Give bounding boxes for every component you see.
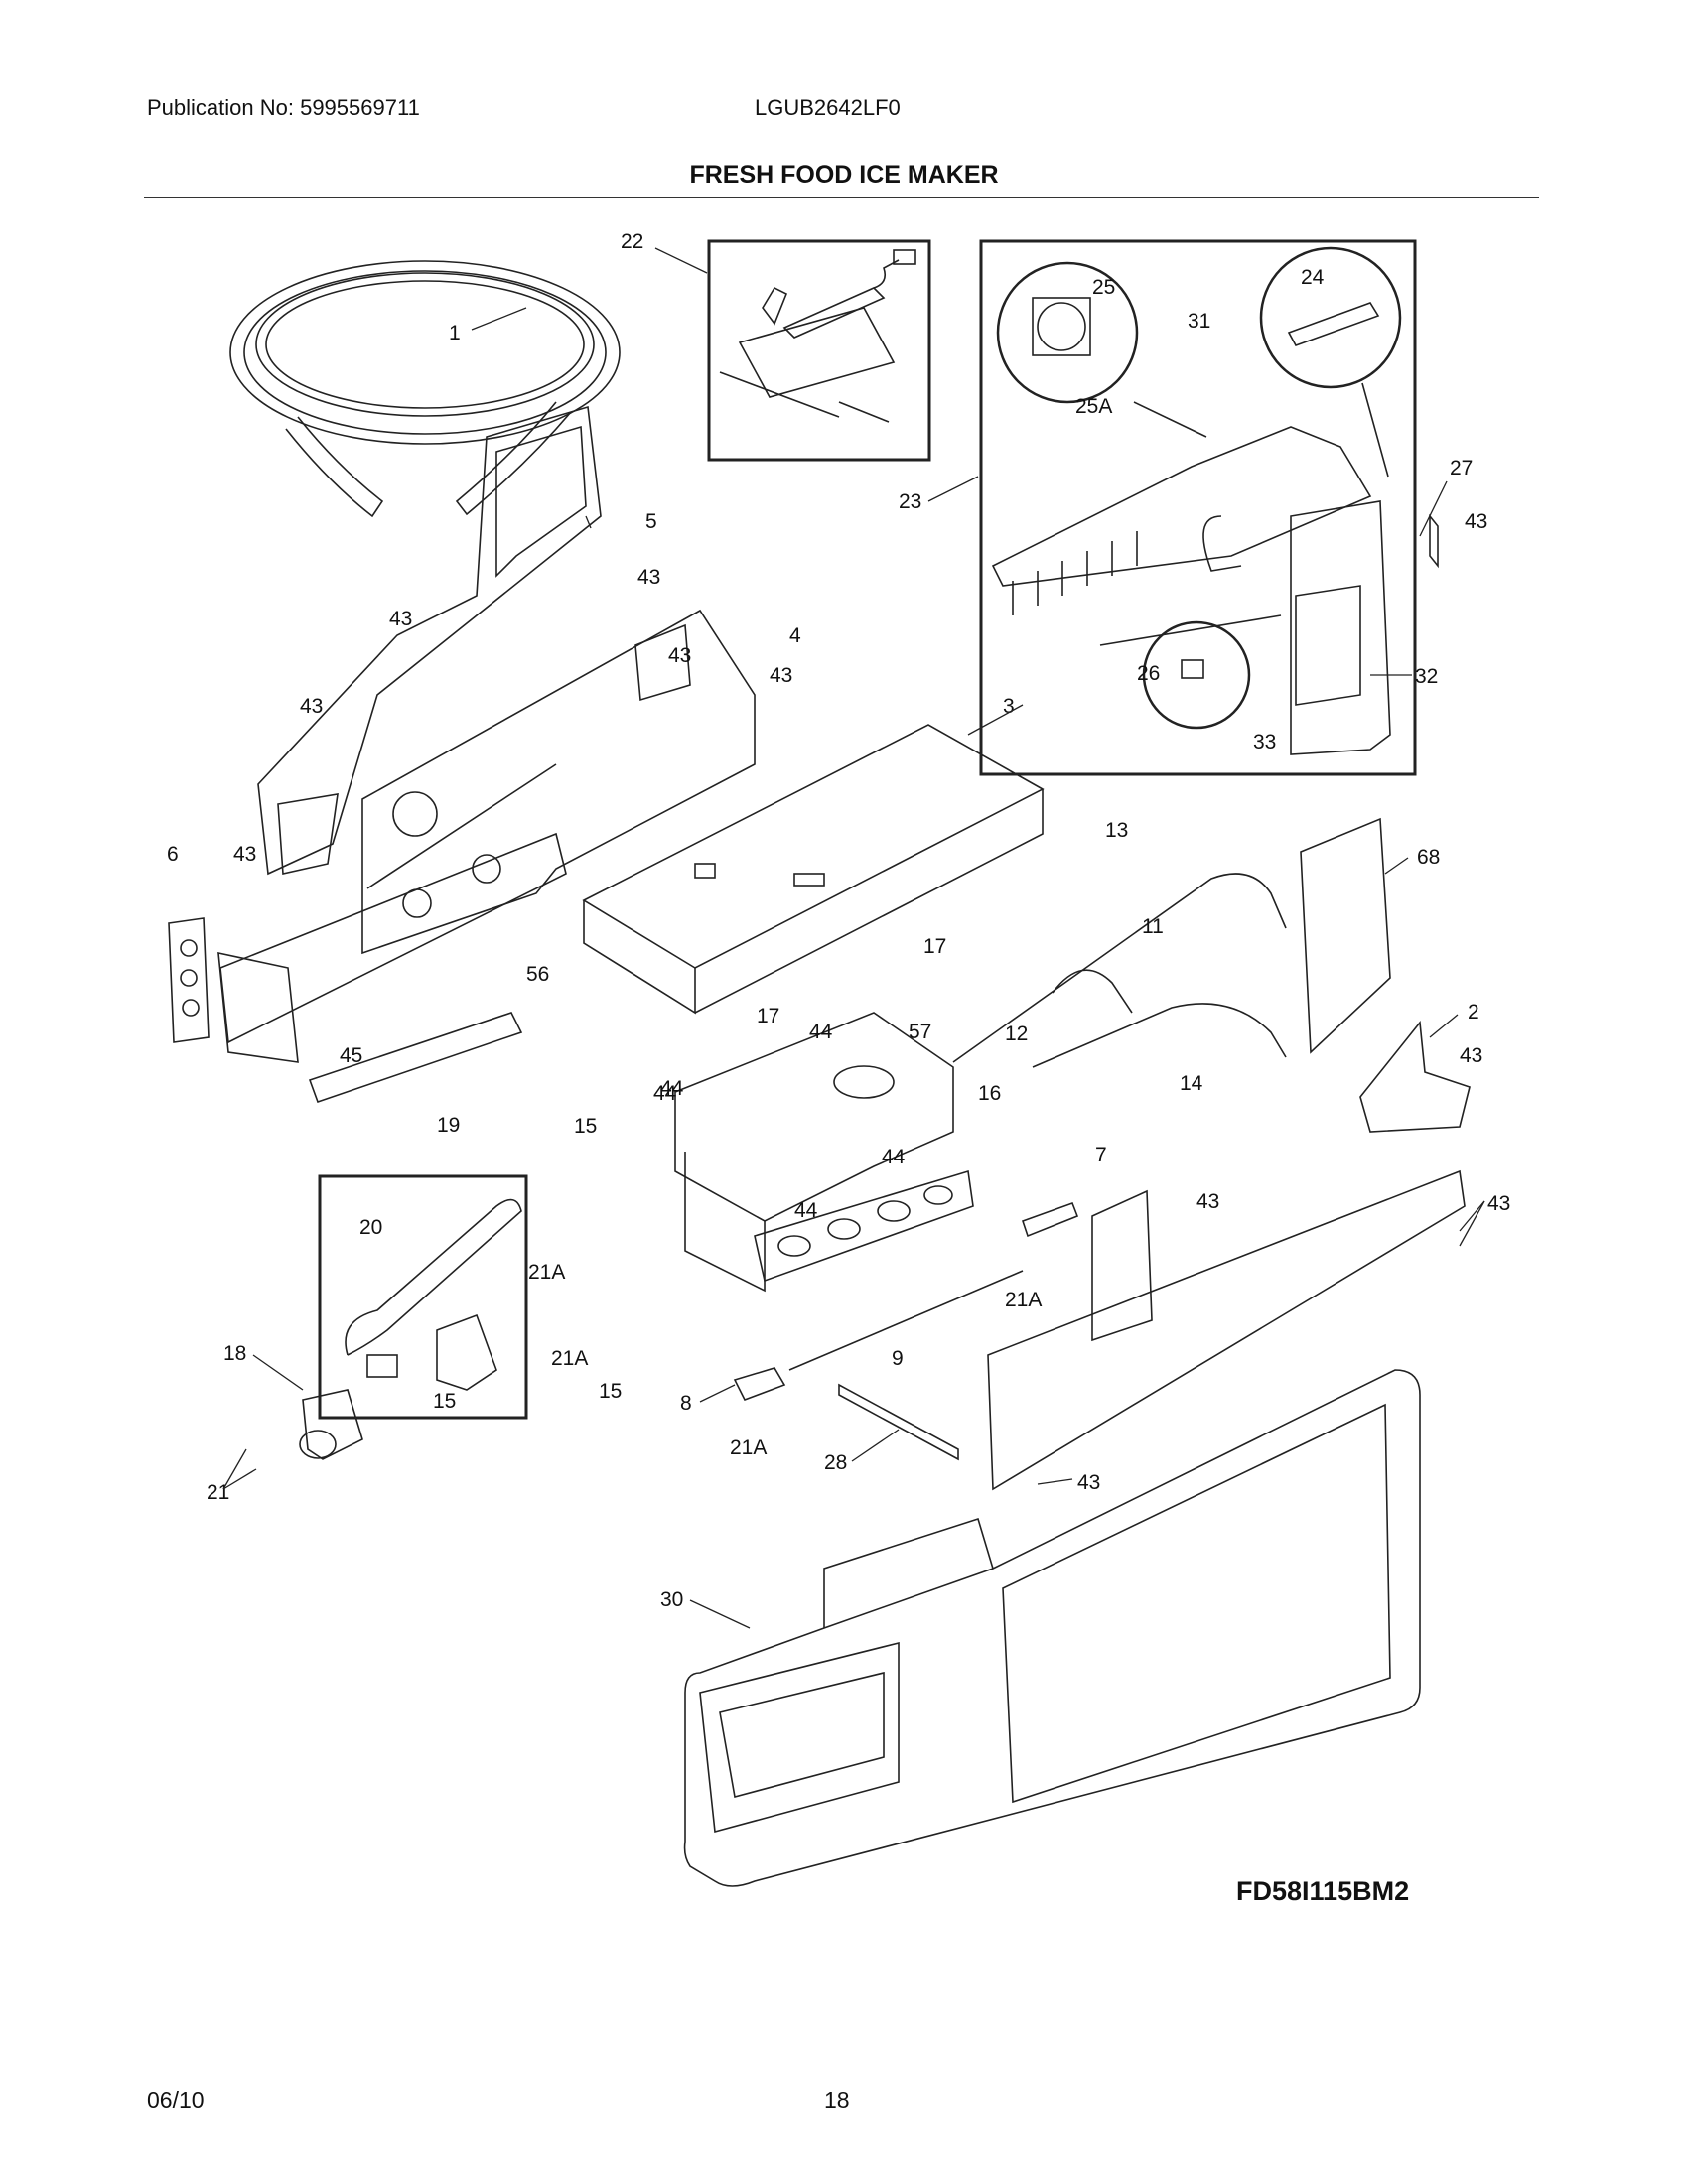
callout-label: 45 <box>340 1044 362 1067</box>
part-callouts: 1 22 23 24 25 25A 31 27 43 26 32 33 5 43… <box>167 230 1510 1611</box>
callout-label: 18 <box>223 1342 246 1365</box>
callout-label: 13 <box>1105 819 1128 842</box>
callout-label: 21 <box>207 1481 229 1504</box>
callout-label: 2 <box>1468 1001 1479 1024</box>
callout-label: 44 <box>660 1077 684 1100</box>
callout-label: 21A <box>1005 1289 1042 1311</box>
kit-22-parts <box>719 249 916 423</box>
callout-label: 9 <box>892 1347 904 1370</box>
callout-label: 43 <box>770 664 792 687</box>
callout-label: 4 <box>789 624 801 647</box>
callout-label: 43 <box>1487 1192 1510 1215</box>
callout-label: 15 <box>599 1380 622 1403</box>
callout-label: 21A <box>551 1347 588 1370</box>
terminal-block-6 <box>168 917 210 1043</box>
chassis-3 <box>582 724 1045 1015</box>
callout-label: 43 <box>1077 1471 1100 1494</box>
callout-label: 44 <box>794 1199 818 1222</box>
callout-label: 21A <box>528 1261 565 1284</box>
callout-label: 44 <box>653 1082 677 1105</box>
callout-label: 24 <box>1301 266 1325 289</box>
callout-label: 11 <box>1142 915 1164 938</box>
bracket-4 <box>361 609 756 955</box>
callout-label: 57 <box>909 1021 931 1043</box>
kit-19-parts <box>345 1198 522 1391</box>
title-divider <box>144 197 1539 198</box>
callout-label: 43 <box>233 843 256 866</box>
footer-date: 06/10 <box>147 2087 205 2113</box>
rod-9 <box>788 1270 1024 1371</box>
callout-label: 17 <box>757 1005 779 1027</box>
shield-68 <box>1300 817 1391 1054</box>
callout-label: 23 <box>899 490 921 513</box>
model-number: LGUB2642LF0 <box>755 95 901 120</box>
callout-label: 25 <box>1092 276 1115 299</box>
bar-28 <box>838 1383 959 1461</box>
wire-harness-14 <box>1032 1003 1287 1068</box>
callout-label: 43 <box>1196 1190 1219 1213</box>
callout-label: 43 <box>1465 510 1487 533</box>
callout-label: 44 <box>809 1021 833 1043</box>
ice-mold <box>754 1169 974 1283</box>
callout-label: 43 <box>300 695 323 718</box>
callout-label: 25A <box>1075 395 1112 418</box>
callout-label: 43 <box>668 644 691 667</box>
motor-18 <box>299 1389 363 1460</box>
side-plate <box>217 832 567 1063</box>
callout-label: 30 <box>660 1588 683 1611</box>
callout-label: 8 <box>680 1392 692 1415</box>
diagram-code: FD58I115BM2 <box>1236 1876 1410 1906</box>
publication-number: Publication No: 5995569711 <box>147 95 420 120</box>
callout-label: 17 <box>923 935 946 958</box>
callout-label: 43 <box>637 566 660 589</box>
callout-label: 12 <box>1005 1023 1028 1045</box>
callout-label: 1 <box>449 322 461 344</box>
kit-19-box <box>318 1174 528 1420</box>
ice-bin-30 <box>683 1369 1421 1887</box>
assembly-23-parts <box>991 246 1439 755</box>
ice-maker-housing <box>674 1012 954 1293</box>
lever-8 <box>733 1367 786 1402</box>
cover-panel-2 <box>987 1020 1471 1491</box>
callout-label: 26 <box>1137 662 1160 685</box>
callout-label: 43 <box>389 608 412 630</box>
tubing-coil <box>229 260 621 518</box>
callout-label: 32 <box>1415 665 1438 688</box>
callout-label: 14 <box>1180 1072 1203 1095</box>
page-number: 18 <box>824 2087 850 2113</box>
callout-label: 22 <box>621 230 643 253</box>
callout-label: 68 <box>1417 846 1440 869</box>
callout-label: 16 <box>978 1082 1001 1105</box>
foam-panel-5 <box>257 405 602 876</box>
callout-label: 6 <box>167 843 179 866</box>
callout-label: 43 <box>1460 1044 1482 1067</box>
callout-label: 31 <box>1188 310 1210 333</box>
callout-label: 27 <box>1450 457 1473 479</box>
page-title: FRESH FOOD ICE MAKER <box>689 161 999 189</box>
callout-label: 33 <box>1253 731 1276 753</box>
wire-harness-13 <box>952 873 1287 1063</box>
callout-label: 15 <box>433 1390 456 1413</box>
callout-label: 28 <box>824 1451 847 1474</box>
callout-label: 19 <box>437 1114 460 1137</box>
strip-56 <box>308 1012 523 1104</box>
callout-label: 21A <box>730 1436 767 1459</box>
callout-label: 7 <box>1095 1144 1107 1166</box>
callout-label: 56 <box>526 963 549 986</box>
kit-22-box <box>707 239 931 462</box>
callout-label: 44 <box>882 1146 906 1168</box>
assembly-23-box <box>979 239 1417 776</box>
callout-label: 3 <box>1003 695 1015 718</box>
callout-label: 20 <box>359 1216 382 1239</box>
heater-7 <box>1021 1201 1079 1238</box>
callout-label: 15 <box>574 1115 597 1138</box>
leader-lines <box>222 247 1485 1629</box>
wire-harness-11 <box>1052 969 1133 1014</box>
callout-label: 5 <box>645 510 657 533</box>
